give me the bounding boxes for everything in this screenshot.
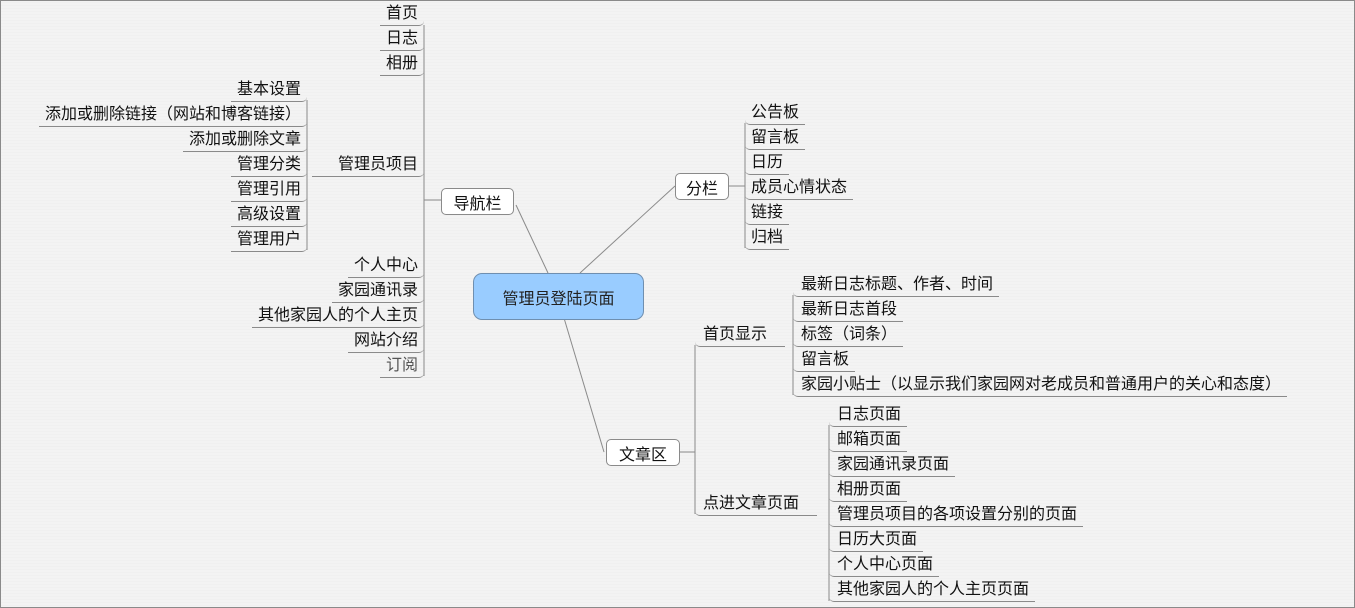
home-display-node[interactable]: 首页显示 <box>695 324 786 347</box>
article-pages-node[interactable]: 点进文章页面 <box>695 493 818 516</box>
nav-item[interactable]: 个人中心 <box>347 255 424 278</box>
nav-item-admin[interactable]: 管理员项目 <box>311 154 424 177</box>
admin-item[interactable]: 管理分类 <box>230 154 307 177</box>
link-root-columns <box>579 185 676 274</box>
home-item[interactable]: 留言板 <box>793 349 856 372</box>
admin-item[interactable]: 管理引用 <box>230 179 307 202</box>
page-item[interactable]: 邮箱页面 <box>829 429 908 452</box>
columns-item[interactable]: 链接 <box>745 202 790 225</box>
page-item[interactable]: 其他家园人的个人主页页面 <box>829 579 1036 602</box>
admin-item[interactable]: 管理用户 <box>230 229 307 252</box>
admin-item[interactable]: 基本设置 <box>230 79 307 102</box>
page-item[interactable]: 日历大页面 <box>829 529 924 552</box>
nav-node[interactable]: 导航栏 <box>441 188 514 215</box>
nav-item[interactable]: 相册 <box>379 53 424 76</box>
home-item[interactable]: 家园小贴士（以显示我们家园网对老成员和普通用户的关心和态度） <box>793 374 1288 397</box>
nav-item[interactable]: 其他家园人的个人主页 <box>251 305 424 328</box>
admin-item[interactable]: 添加或删除文章 <box>182 129 307 152</box>
page-item[interactable]: 日志页面 <box>829 404 908 427</box>
articles-node[interactable]: 文章区 <box>606 439 680 466</box>
root-node[interactable]: 管理员登陆页面 <box>473 273 644 320</box>
admin-item[interactable]: 添加或删除链接（网站和博客链接） <box>38 104 307 127</box>
nav-item[interactable]: 订阅 <box>379 355 424 378</box>
home-item[interactable]: 最新日志标题、作者、时间 <box>793 274 1000 297</box>
page-item[interactable]: 个人中心页面 <box>829 554 940 577</box>
columns-spine <box>727 123 746 248</box>
home-item[interactable]: 最新日志首段 <box>793 299 904 322</box>
nav-item[interactable]: 家园通讯录 <box>331 280 424 303</box>
articles-spine <box>678 345 696 514</box>
columns-item[interactable]: 归档 <box>745 227 790 250</box>
columns-item[interactable]: 留言板 <box>745 127 806 150</box>
page-item[interactable]: 管理员项目的各项设置分别的页面 <box>829 504 1084 527</box>
admin-item[interactable]: 高级设置 <box>230 204 307 227</box>
nav-item[interactable]: 首页 <box>379 3 424 26</box>
home-item[interactable]: 标签（词条） <box>793 324 904 347</box>
columns-item[interactable]: 日历 <box>745 152 790 175</box>
nav-item[interactable]: 日志 <box>379 28 424 51</box>
columns-item[interactable]: 公告板 <box>745 102 806 125</box>
link-root-nav <box>515 204 549 274</box>
page-item[interactable]: 家园通讯录页面 <box>829 454 956 477</box>
columns-item[interactable]: 成员心情状态 <box>745 177 854 200</box>
page-item[interactable]: 相册页面 <box>829 479 908 502</box>
nav-item[interactable]: 网站介绍 <box>347 330 424 353</box>
columns-node[interactable]: 分栏 <box>675 173 729 200</box>
link-root-articles <box>563 317 605 453</box>
